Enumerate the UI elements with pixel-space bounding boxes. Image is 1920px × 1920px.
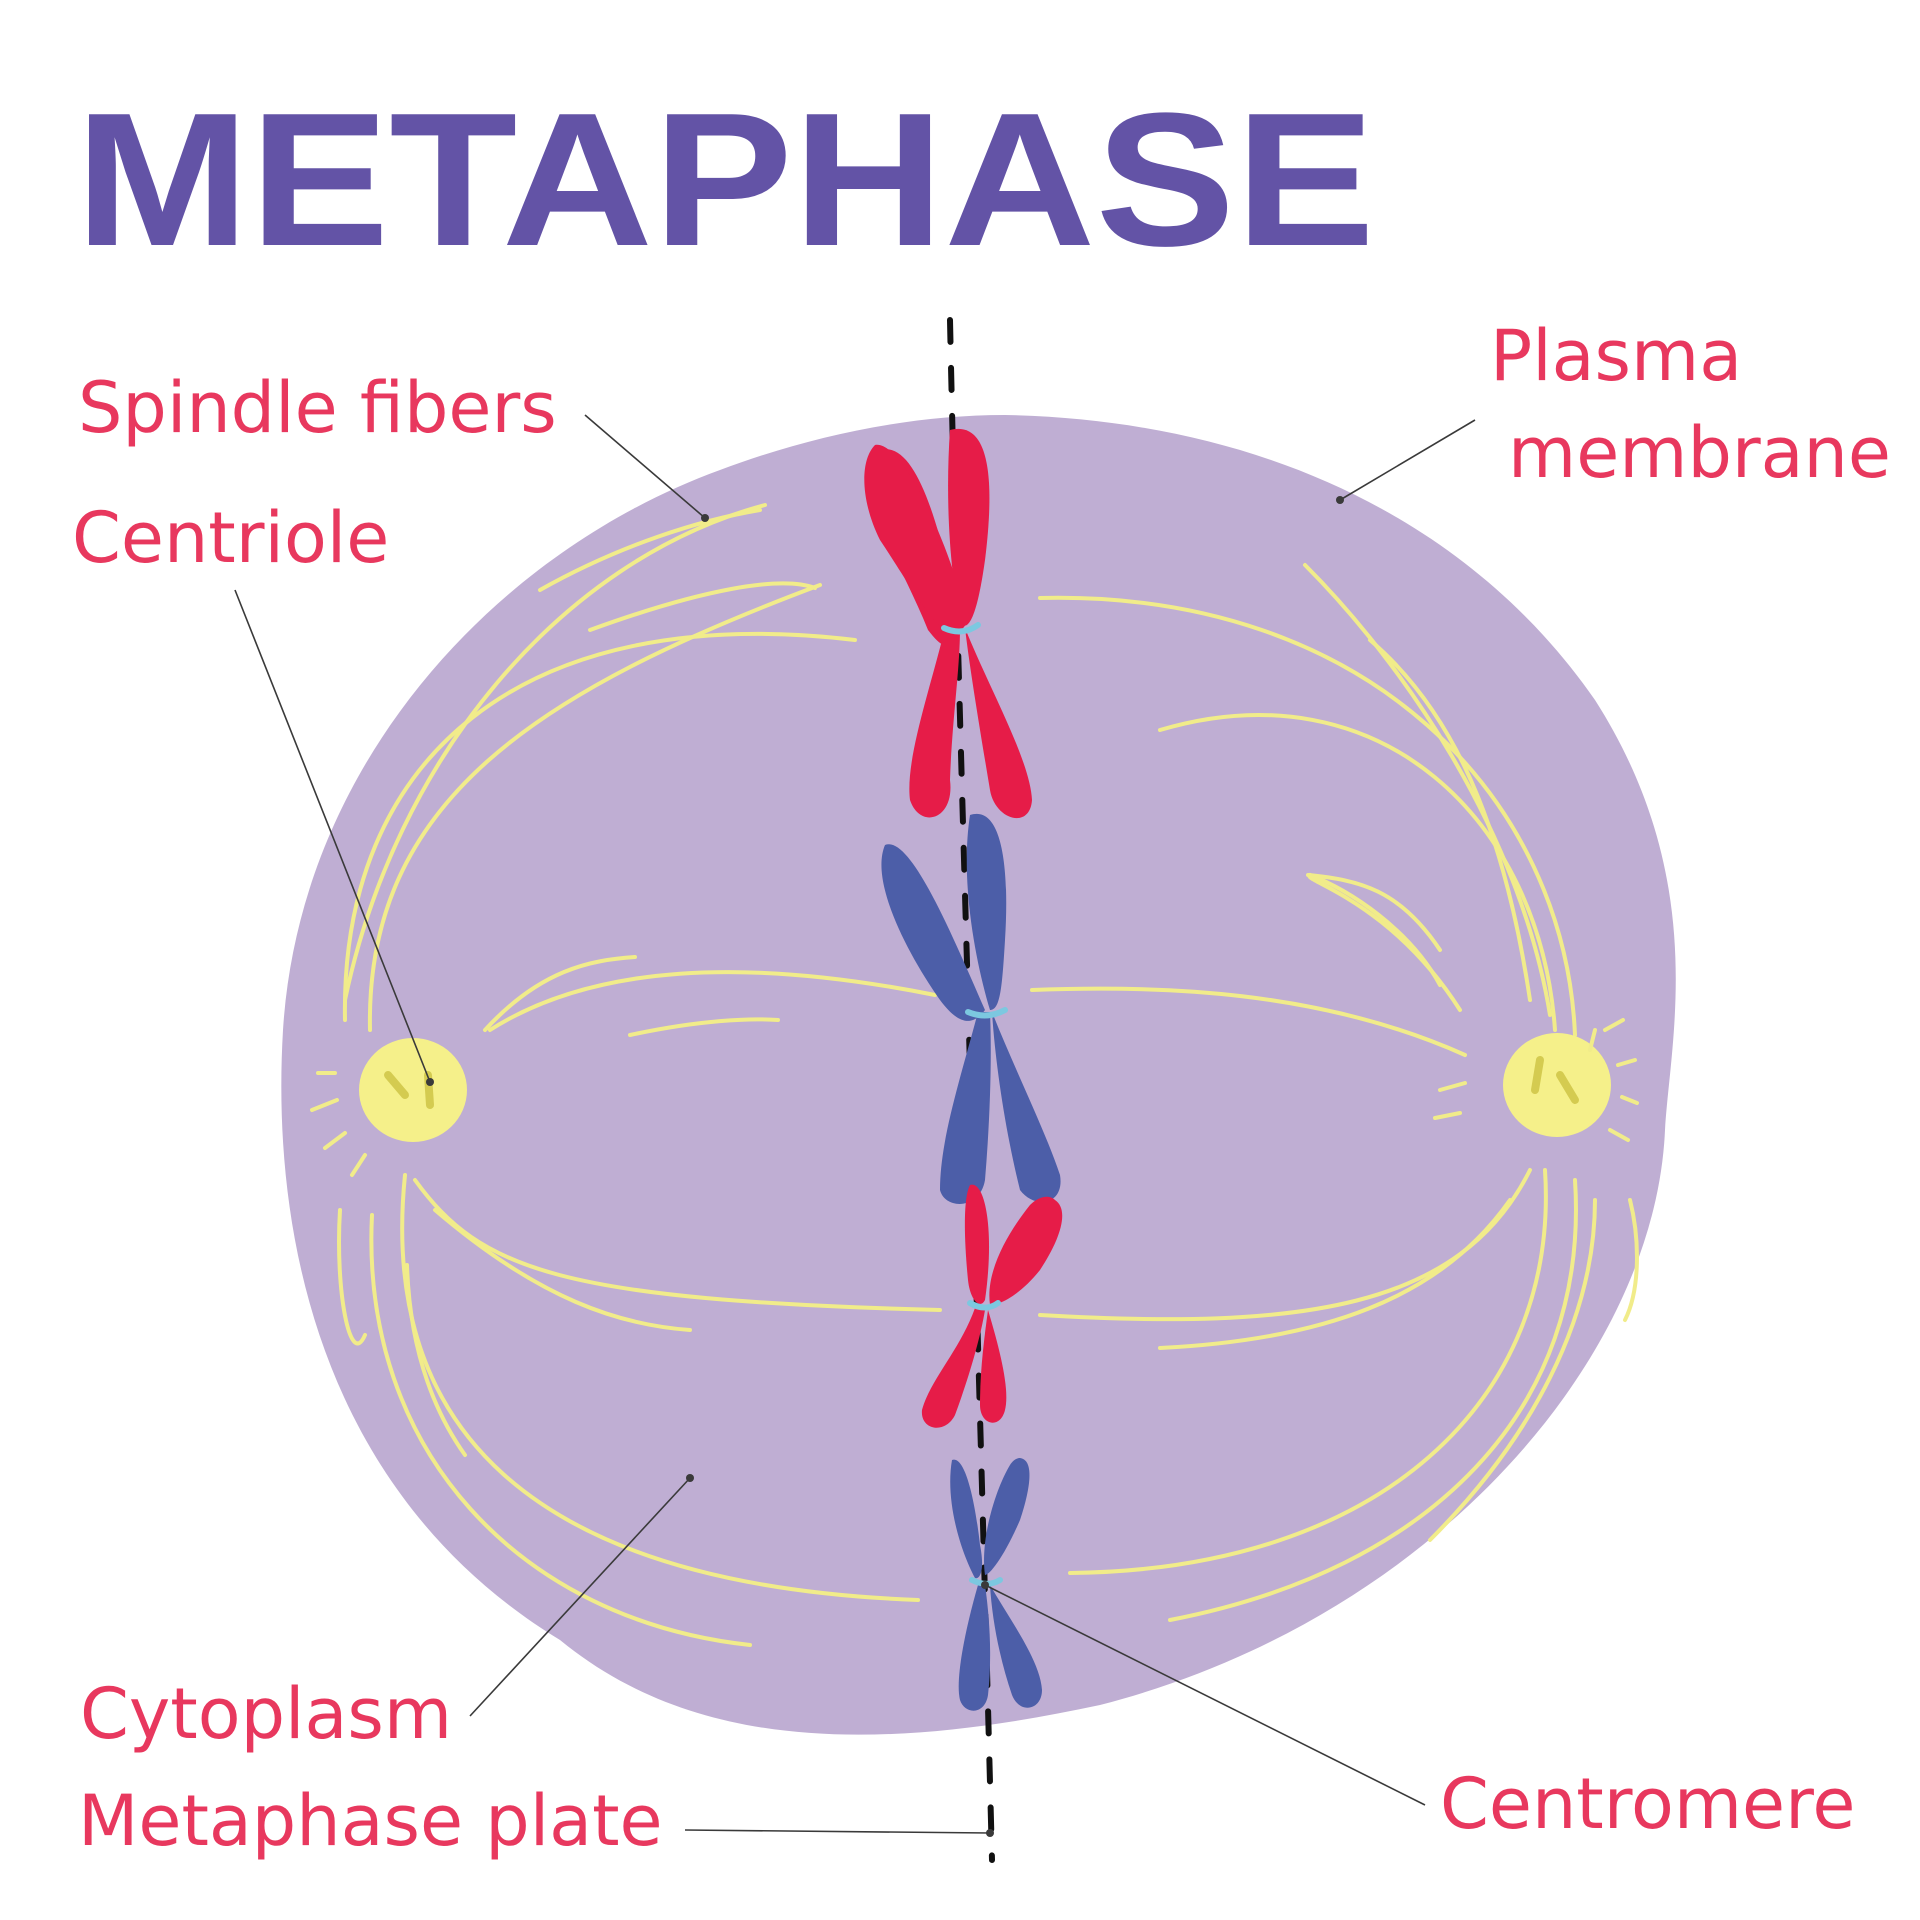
- label-plasma-membrane-line2: membrane: [1508, 412, 1891, 494]
- centriole-right: [1433, 1018, 1639, 1142]
- chromosome-blue-2: [950, 1458, 1042, 1711]
- centriole-left: [310, 1038, 467, 1177]
- label-metaphase-plate: Metaphase plate: [78, 1780, 663, 1862]
- label-spindle-fibers: Spindle fibers: [78, 367, 557, 449]
- chromosome-blue-1: [881, 813, 1061, 1204]
- diagram-title: METAPHASE: [75, 74, 1375, 286]
- metaphase-plate-line: [947, 317, 995, 1863]
- chromosome-red-2: [921, 1184, 1063, 1428]
- label-plasma-membrane-line1: Plasma: [1490, 315, 1742, 397]
- label-centriole: Centriole: [72, 497, 389, 579]
- spindle-fibers-right: [1030, 563, 1639, 1622]
- label-cytoplasm: Cytoplasm: [80, 1673, 452, 1755]
- label-centromere: Centromere: [1440, 1763, 1855, 1845]
- spindle-fibers-left: [337, 503, 942, 1647]
- chromosome-red-1: [864, 428, 1032, 819]
- leader-lines: [234, 414, 1476, 1837]
